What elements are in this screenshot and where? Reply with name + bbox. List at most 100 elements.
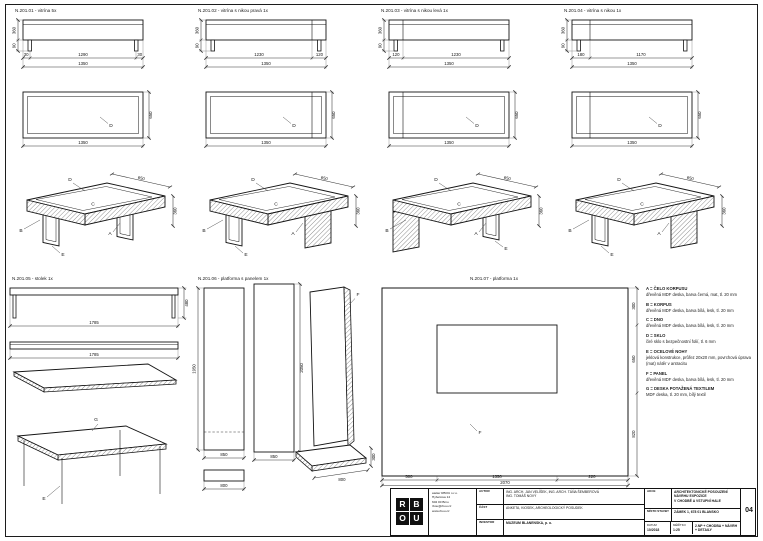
studio-line: www.rbou.cz	[432, 508, 450, 513]
akce-value: ARCHITEKTONICKÉ POSOUZENÍ NÁVRHU EXPOZIC…	[672, 489, 740, 508]
dim-label: 360	[195, 26, 200, 34]
panel-axon-edge	[343, 286, 355, 447]
dim-label: 1230	[451, 52, 461, 57]
titleblock-right-column: AKCE ARCHITEKTONICKÉ POSOUZENÍ NÁVRHU EX…	[645, 489, 741, 535]
dim-label: 800	[220, 483, 228, 488]
autor-line: ING. TOMÁŠ NOVÝ	[506, 494, 537, 499]
material-letter: B	[385, 228, 388, 234]
dim-label: 1350	[78, 61, 88, 66]
vitrine-2-axonometry: D C B A E 650 360	[202, 172, 361, 258]
titleblock-akce-row: AKCE ARCHITEKTONICKÉ POSOUZENÍ NÁVRHU EX…	[645, 489, 740, 509]
legend-desc: (mat) nátěr v antracitu	[646, 360, 687, 366]
dim-label: 120	[392, 52, 400, 57]
dim-label: 1350	[444, 140, 454, 145]
table-top-plan	[9, 341, 179, 350]
logo-letter: B	[410, 498, 423, 512]
dim-label: 500	[405, 474, 413, 479]
table-leg	[171, 294, 176, 319]
material-letter: D	[475, 123, 479, 129]
dim-label: 90	[561, 43, 566, 48]
titleblock-autor-row: AUTOR ING. ARCH. JAN VELÍŠEK, ING. ARCH.…	[477, 489, 644, 505]
legend-desc: čiré sklo s bezpečnostní folií, tl. 6 mm	[646, 339, 716, 345]
meritko-value: 1:25	[673, 527, 680, 532]
cast-value: ANKETA, KIOSEK, ARCHEOLOGICKÝ POSUDEK	[506, 505, 583, 510]
meritko-label: MĚŘÍTKO	[673, 523, 686, 528]
investor-value: MUZEUM BLANENSKA, p. o.	[506, 521, 552, 525]
legend-key: A = ČELO KORPUSU	[646, 286, 688, 291]
legend-entry: F = PANEL dřevěná MDF deska, barva bílá,…	[646, 371, 754, 383]
dim-label: 120	[316, 52, 324, 57]
vitrine-1-plan-dims: D 1350 650	[21, 90, 153, 148]
dim-label: 360	[722, 207, 727, 215]
drawing-label: N.201.01 - vitrína 5x	[15, 8, 57, 13]
dim-label: 650	[631, 355, 636, 363]
autor-value: ING. ARCH. JAN VELÍŠEK, ING. ARCH. TÁŇA …	[504, 489, 644, 504]
studio-line: 602 00 Brno	[432, 499, 449, 504]
vitrine-3-elevation-dims: 360 90 120 1230 1350	[378, 18, 511, 69]
dim-label: 360	[173, 207, 178, 215]
dim-label: 1350	[78, 140, 88, 145]
material-letter: D	[292, 123, 296, 129]
dim-label: 650	[320, 175, 329, 182]
dim-label: 30	[137, 52, 142, 57]
dim-label: 300	[631, 302, 636, 310]
dim-label: 650	[331, 111, 336, 119]
material-letter: A	[108, 231, 112, 237]
vitrine-2-plan-dims: D 1350 650	[204, 90, 336, 148]
dim-label: 220	[588, 474, 596, 479]
dim-label: 800	[338, 477, 346, 482]
dim-label: 1785	[89, 320, 99, 325]
vitrine-3-axonometry: D C B A E 650 360	[385, 172, 544, 253]
dim-label: 300	[371, 453, 376, 461]
vitrine-2-plan-view	[205, 91, 327, 139]
material-letter: B	[202, 228, 205, 234]
table-leg	[12, 294, 17, 319]
material-letter: A	[474, 231, 478, 237]
material-letter: E	[42, 496, 46, 502]
legend-key: D = SKLO	[646, 333, 666, 339]
meritko-cell: MĚŘÍTKO 1:25	[671, 522, 693, 535]
material-letter: A	[657, 231, 661, 237]
misto-value: ZÁMEK 1, 678 01 BLANSKO	[674, 509, 719, 514]
autor-label: AUTOR	[477, 489, 504, 504]
dim-label: 1290	[78, 52, 88, 57]
legend-key: C = DNO	[646, 317, 664, 323]
platform-with-panel: 1950 2050 850 850 800 F 800 300	[192, 282, 376, 491]
akce-line: V CHODBĚ A VSTUPNÍ HALE	[674, 498, 721, 503]
material-letter: C	[640, 202, 644, 208]
vitrine-3: 360 90 120 1230 1350 D 1350 650 D C B A	[378, 18, 544, 253]
material-letter: E	[61, 252, 65, 258]
dim-label: 1170	[636, 52, 646, 57]
vitrine-1-axonometry: D C B A E 650 360	[19, 172, 178, 258]
legend-key: G = DESKA POTAŽENÁ TEXTILEM	[646, 386, 715, 392]
panel-side-view	[253, 283, 295, 453]
titleblock-misto-row: MÍSTO STAVBY ZÁMEK 1, 678 01 BLANSKO	[645, 508, 740, 523]
vitrine-1-elevation-dims: 360 90 30 1290 30 1350	[12, 18, 145, 69]
material-letter: A	[291, 231, 295, 237]
material-letter: C	[91, 202, 95, 208]
table-top-elevation	[9, 287, 179, 296]
vitrine-1-plan-view	[22, 91, 144, 139]
studio-info: atelier RBOU s.r.o. Hybešova 14 602 00 B…	[429, 489, 477, 535]
dim-label: 1350	[261, 140, 271, 145]
title-block: R B O U atelier RBOU s.r.o. Hybešova 14 …	[390, 488, 756, 536]
vitrine-3-plan-view	[388, 91, 510, 139]
tabletop-edge	[13, 371, 45, 393]
drawing-title: 2.NP + CHODBA + NÁVRH + DETAILY	[695, 524, 738, 533]
dim-label: 650	[686, 175, 695, 182]
drawing-label: N.201.04 - vitrína s nikou 1x	[564, 8, 622, 13]
dim-label: 1350	[627, 61, 637, 66]
dim-label: 650	[148, 111, 153, 119]
drawing-label: N.201.02 - vitrína s nikou pravá 1x	[198, 8, 268, 13]
dim-label: 1350	[444, 61, 454, 66]
akce-label: AKCE	[645, 489, 672, 508]
studio-line: Hybešova 14	[432, 495, 451, 500]
material-letter: B	[19, 228, 22, 234]
material-letter: C	[274, 202, 278, 208]
material-letter: B	[568, 228, 571, 234]
dim-label: 850	[270, 454, 278, 459]
dim-label: 30	[24, 52, 29, 57]
investor-label: INVESTOR	[477, 520, 504, 535]
studio-logo: R B O U	[391, 489, 429, 535]
dim-label: 1350	[261, 61, 271, 66]
